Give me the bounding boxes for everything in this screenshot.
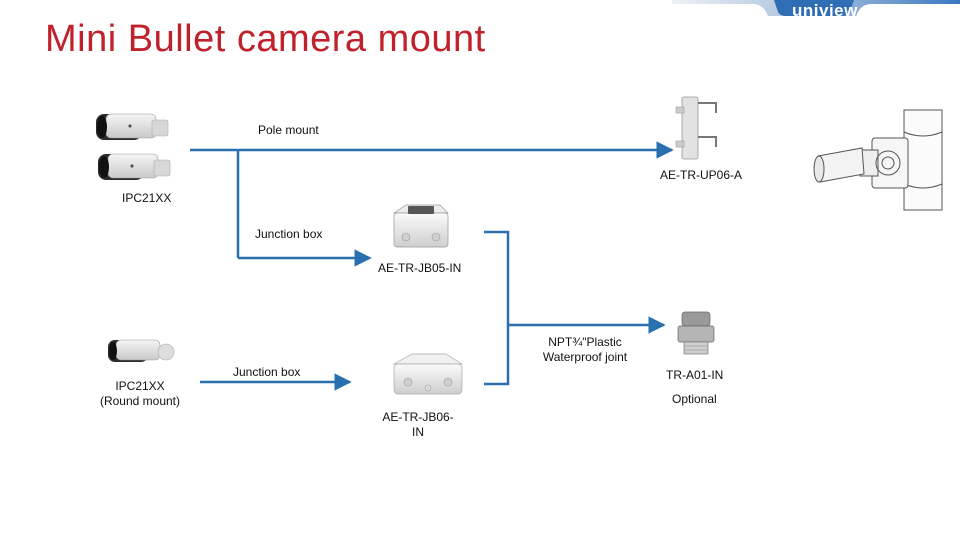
bracket-connector <box>484 230 510 386</box>
jb06-line-2: IN <box>412 425 424 439</box>
pole-mount-label: Pole mount <box>258 123 319 137</box>
junction-box-label: Junction box <box>255 227 323 241</box>
ipc21xx-round-mount-label: IPC21XX (Round mount) <box>88 379 192 409</box>
jb05-model-label: AE-TR-JB05-IN <box>378 261 462 275</box>
brand-logo: uniview <box>792 1 858 20</box>
npt-joint-line-2: Waterproof joint <box>542 350 628 364</box>
optional-label: Optional <box>672 392 717 406</box>
junction-box-icon <box>392 204 449 248</box>
tra01-model-label: TR-A01-IN <box>666 368 724 382</box>
junction-box-icon <box>392 353 464 395</box>
bullet-camera-round-mount-icon <box>108 339 175 362</box>
pole-bracket-icon <box>675 96 717 160</box>
page-title: Mini Bullet camera mount <box>45 18 486 60</box>
npt-joint-line-1: NPT¾"Plastic <box>548 335 622 349</box>
bullet-camera-icon <box>98 153 171 180</box>
junction-box-label: Junction box <box>233 365 301 379</box>
ipc21xx-label: IPC21XX <box>122 191 172 205</box>
up06-model-label: AE-TR-UP06-A <box>660 168 743 182</box>
jb06-line-1: AE-TR-JB06- <box>382 410 454 424</box>
ipc21xx-round-line-2: (Round mount) <box>99 394 181 408</box>
bullet-camera-icon <box>96 113 169 140</box>
jb06-model-label: AE-TR-JB06- IN <box>372 410 464 440</box>
ipc21xx-round-line-1: IPC21XX <box>115 379 165 393</box>
pole-mounted-camera-icon <box>813 109 943 211</box>
brand-bar <box>672 0 960 16</box>
connector-lines <box>190 141 674 391</box>
cable-gland-icon <box>677 311 715 355</box>
npt-joint-label: NPT¾"Plastic Waterproof joint <box>530 335 640 365</box>
